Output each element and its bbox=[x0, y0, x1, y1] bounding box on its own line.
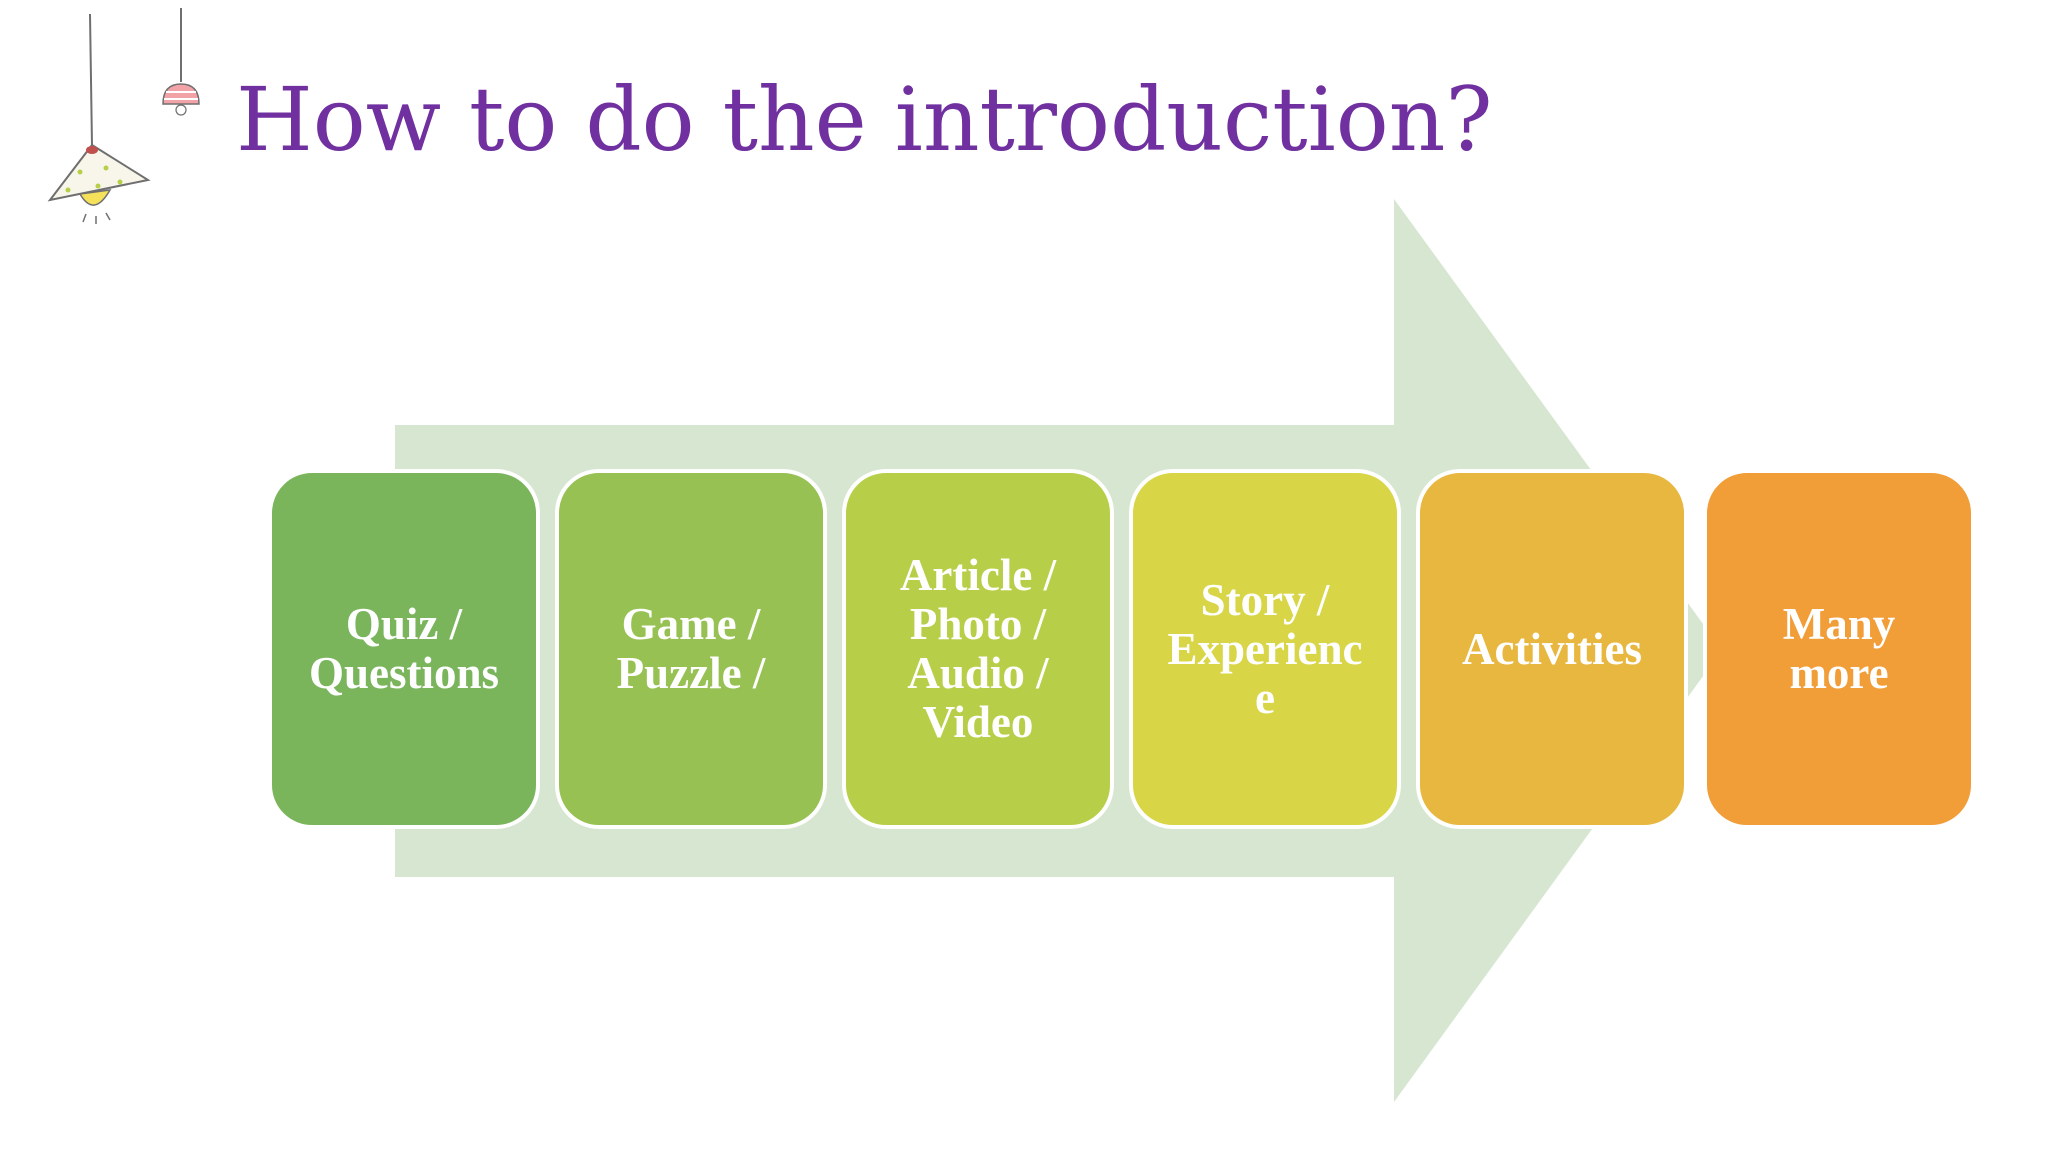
step-article-photo-audio-video: Article / Photo / Audio / Video bbox=[842, 469, 1114, 829]
step-game-puzzle: Game / Puzzle / bbox=[555, 469, 827, 829]
step-label: Quiz / Questions bbox=[308, 599, 500, 698]
step-activities: Activities bbox=[1416, 469, 1688, 829]
step-label: Activities bbox=[1462, 623, 1642, 674]
step-label: Game / Puzzle / bbox=[616, 599, 766, 698]
page-title: How to do the introduction? bbox=[236, 68, 1493, 171]
step-label: Story / Experienc e bbox=[1167, 574, 1363, 723]
hanging-lamps-icon bbox=[47, 8, 200, 224]
step-label: Article / Photo / Audio / Video bbox=[899, 550, 1057, 747]
step-quiz-questions: Quiz / Questions bbox=[268, 469, 540, 829]
step-story-experience: Story / Experienc e bbox=[1129, 469, 1401, 829]
step-label: Many more bbox=[1782, 599, 1896, 698]
step-many-more: Many more bbox=[1703, 469, 1975, 829]
